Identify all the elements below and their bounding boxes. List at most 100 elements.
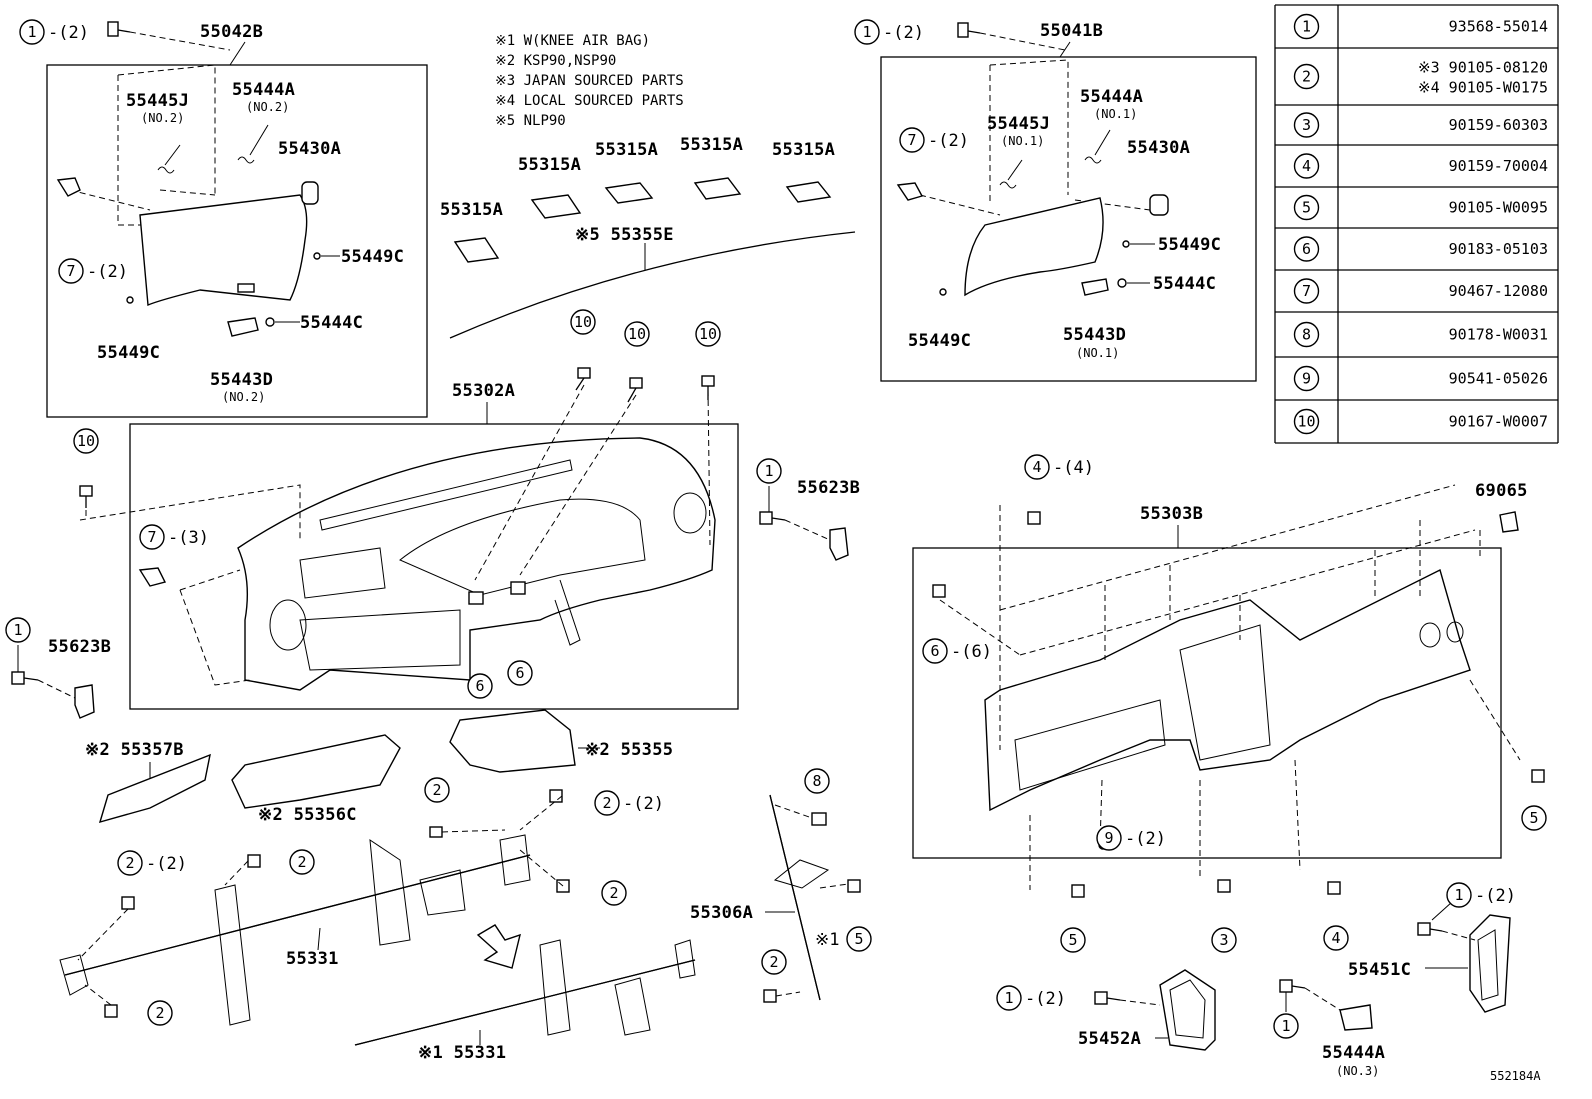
note-marker: ※1 (815, 930, 839, 950)
part-label-55355E[interactable]: ※5 55355E (575, 225, 674, 245)
callout-7[interactable]: 7-(2) (58, 258, 128, 284)
callout-2[interactable]: 2 (289, 849, 315, 875)
part-label-55445J-no2[interactable]: 55445J (126, 91, 189, 111)
part-label-55331[interactable]: 55331 (286, 949, 339, 969)
part-label-55623B[interactable]: 55623B (797, 478, 860, 498)
part-label-55315A[interactable]: 55315A (680, 135, 743, 155)
part-label-55306A[interactable]: 55306A (690, 903, 753, 923)
callout-5[interactable]: 5 (846, 926, 872, 952)
callout-7[interactable]: 7-(2) (899, 127, 969, 153)
callout-4[interactable]: 4-(4) (1024, 454, 1094, 480)
part-label-55444A-no1[interactable]: 55444A (1080, 87, 1143, 107)
callout-1[interactable]: 1-(2) (854, 19, 924, 45)
callout-10[interactable]: 10 (624, 321, 650, 347)
part-label-55623B[interactable]: 55623B (48, 637, 111, 657)
part-label-55302A[interactable]: 55302A (452, 381, 515, 401)
callout-qty: -(6) (951, 642, 992, 662)
notes-block: ※1 W(KNEE AIR BAG) ※2 KSP90,NSP90 ※3 JAP… (495, 33, 684, 129)
part-label-55443D-no1[interactable]: 55443D (1063, 325, 1126, 345)
part-label-69065[interactable]: 69065 (1475, 481, 1528, 501)
callout-1[interactable]: 1 (756, 458, 782, 484)
callout-1[interactable]: 1 (1273, 1013, 1299, 1039)
callout-number-icon (58, 258, 84, 284)
callout-2[interactable]: 2-(2) (594, 790, 664, 816)
part-label-55430A[interactable]: 55430A (278, 139, 341, 159)
callout-num: 9 (1104, 829, 1113, 847)
part-label-55315A[interactable]: 55315A (440, 200, 503, 220)
callout-2[interactable]: 2 (761, 949, 787, 975)
callout-number-icon (756, 458, 782, 484)
callout-2[interactable]: 2-(2) (117, 850, 187, 876)
callout-6[interactable]: 6 (467, 673, 493, 699)
callout-2[interactable]: 2 (424, 777, 450, 803)
callout-9[interactable]: 9-(2) (1096, 825, 1166, 851)
callout-number-icon (804, 768, 830, 794)
part-label-55444A-no3[interactable]: 55444A (1322, 1043, 1385, 1063)
callout-1[interactable]: 1-(2) (1446, 882, 1516, 908)
callout-num: 7 (66, 262, 75, 280)
callout-7[interactable]: 7-(3) (139, 524, 209, 550)
part-label-55331-k1[interactable]: ※1 55331 (418, 1043, 506, 1063)
part-label-55449C[interactable]: 55449C (1158, 235, 1221, 255)
parts-table-row[interactable]: 2※3 90105-08120※4 90105-W0175 (1293, 59, 1549, 97)
part-label-55315A[interactable]: 55315A (518, 155, 581, 175)
callout-6[interactable]: 6-(6) (922, 638, 992, 664)
callout-10[interactable]: 10 (73, 428, 99, 454)
callout-number-icon (1293, 194, 1320, 221)
callout-10[interactable]: 10 (695, 321, 721, 347)
callout-1[interactable]: 1 (5, 617, 31, 643)
part-label-55315A[interactable]: 55315A (772, 140, 835, 160)
part-label-55445J-no1[interactable]: 55445J (987, 114, 1050, 134)
part-label-55452A[interactable]: 55452A (1078, 1029, 1141, 1049)
bolt-icon (627, 377, 643, 403)
callout-3[interactable]: 3 (1211, 927, 1237, 953)
part-label-55315A[interactable]: 55315A (595, 140, 658, 160)
callout-number-icon (1293, 63, 1320, 90)
callout-1[interactable]: 1-(2) (19, 19, 89, 45)
part-label-55443D-no2[interactable]: 55443D (210, 370, 273, 390)
part-label-55444A-no2[interactable]: 55444A (232, 80, 295, 100)
callout-num: 5 (854, 930, 863, 948)
callout-10[interactable]: 10 (570, 309, 596, 335)
callout-number-icon (594, 790, 620, 816)
part-label-55449C[interactable]: 55449C (908, 331, 971, 351)
part-label-55042B[interactable]: 55042B (200, 22, 263, 42)
bolt-icon (1027, 511, 1041, 525)
callout-number-icon (1293, 365, 1320, 392)
callout-8[interactable]: 8 (804, 768, 830, 794)
callout-5[interactable]: 5 (1060, 927, 1086, 953)
callout-number-icon (5, 617, 31, 643)
part-label-55430A[interactable]: 55430A (1127, 138, 1190, 158)
part-label-55451C[interactable]: 55451C (1348, 960, 1411, 980)
callout-1[interactable]: 1-(2) (996, 985, 1066, 1011)
callout-number-icon (624, 321, 650, 347)
callout-6[interactable]: 6 (507, 660, 533, 686)
part-label-55355[interactable]: ※2 55355 (585, 740, 673, 760)
part-label-55444C[interactable]: 55444C (300, 313, 363, 333)
part-label-55041B[interactable]: 55041B (1040, 21, 1103, 41)
part-label-55356C[interactable]: ※2 55356C (258, 805, 357, 825)
callout-2[interactable]: 2 (601, 880, 627, 906)
callout-2[interactable]: 2 (147, 1000, 173, 1026)
lower-dash-panel-icon (984, 568, 1471, 812)
callout-4[interactable]: 4 (1323, 925, 1349, 951)
part-label-55303B[interactable]: 55303B (1140, 504, 1203, 524)
callout-5[interactable]: 5 (1521, 805, 1547, 831)
callout-number-icon (570, 309, 596, 335)
part-label-55444C[interactable]: 55444C (1153, 274, 1216, 294)
callout-number-icon (1446, 882, 1472, 908)
part-label-55357B[interactable]: ※2 55357B (85, 740, 184, 760)
part-label-55449C[interactable]: 55449C (341, 247, 404, 267)
callout-num: 1 (862, 23, 871, 41)
part-label-55449C[interactable]: 55449C (97, 343, 160, 363)
